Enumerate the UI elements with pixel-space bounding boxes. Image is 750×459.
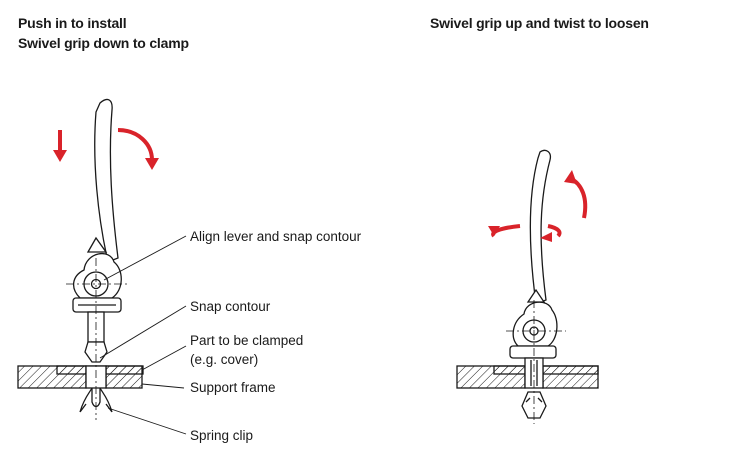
push-arrow <box>53 130 67 162</box>
swivel-down-arrow <box>117 128 159 170</box>
heading-install: Push in to install Swivel grip down to c… <box>18 13 189 53</box>
heading-loosen: Swivel grip up and twist to loosen <box>430 15 649 31</box>
lever-arm-raised <box>529 149 552 305</box>
leader-lines <box>99 235 187 435</box>
heading-install-line1: Push in to install <box>18 15 127 31</box>
label-part-example: (e.g. cover) <box>190 352 258 367</box>
twist-arrow <box>488 224 562 242</box>
clamp-assembly-loosen <box>456 149 599 419</box>
spring-clip <box>79 387 113 413</box>
label-align-lever: Align lever and snap contour <box>190 229 362 244</box>
label-snap-contour: Snap contour <box>190 299 271 314</box>
lever-hub-raised <box>512 288 558 347</box>
washer-raised <box>509 345 557 359</box>
lever-arm <box>94 98 119 263</box>
support-frame-right <box>105 365 143 389</box>
lever-hub <box>73 236 122 299</box>
support-frame-left <box>17 365 87 389</box>
support-frame-right-assembly-right <box>542 365 599 389</box>
swivel-up-arrow <box>564 170 588 219</box>
label-spring-clip: Spring clip <box>190 428 253 443</box>
label-part-to-be-clamped: Part to be clamped <box>190 333 303 348</box>
clamp-assembly-installed <box>17 98 144 413</box>
spring-clip-released <box>521 391 547 419</box>
heading-install-line2: Swivel grip down to clamp <box>18 35 189 51</box>
label-support-frame: Support frame <box>190 380 276 395</box>
support-frame-right-assembly-left <box>456 365 526 389</box>
